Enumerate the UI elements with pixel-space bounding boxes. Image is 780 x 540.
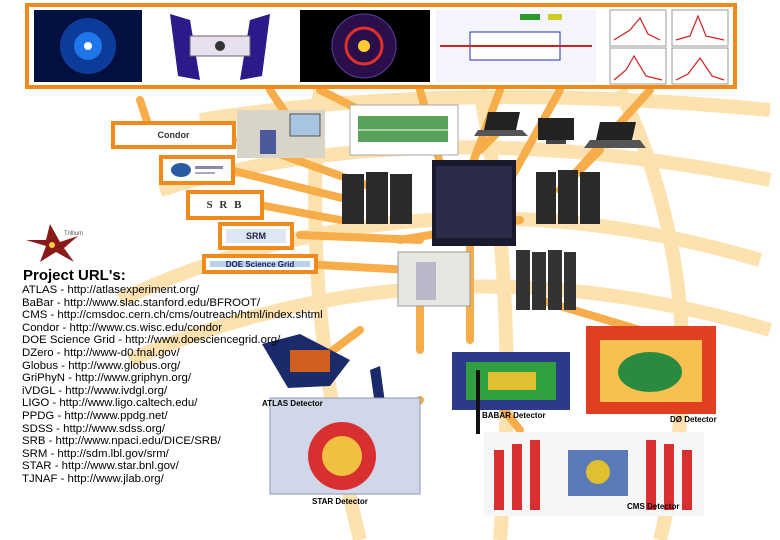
srm-logo: SRM xyxy=(226,229,286,243)
trillium-logo-icon xyxy=(26,224,78,262)
event-display-1 xyxy=(34,10,142,82)
srb-logo: S R B xyxy=(206,199,244,211)
url-item: GriPhyN - http://www.griphyn.org/ xyxy=(22,372,192,385)
star-detector-label: STAR Detector xyxy=(312,497,368,506)
condor-logo-box: Condor xyxy=(111,121,236,149)
srm-logo-box: SRM xyxy=(218,222,294,250)
url-item: STAR - http://www.star.bnl.gov/ xyxy=(22,460,179,473)
babar-detector-label: BABAR Detector xyxy=(482,411,546,420)
cms-detector-icon xyxy=(484,432,704,516)
event-displays xyxy=(34,9,729,85)
detectors xyxy=(262,326,716,516)
url-item: Condor - http://www.cs.wisc.edu/condor xyxy=(22,321,223,334)
url-item: TJNAF - http://www.jlab.org/ xyxy=(22,472,164,485)
url-item: SRM - http://sdm.lbl.gov/srm/ xyxy=(22,447,169,460)
url-item: iVDGL - http://www.ivdgl.org/ xyxy=(22,384,168,397)
workstation-icon xyxy=(237,110,325,158)
cms-detector-label: CMS Detector xyxy=(627,502,680,511)
url-item: CMS - http://cmsdoc.cern.ch/cms/outreach… xyxy=(22,309,323,322)
supercomputer-icon xyxy=(432,160,516,246)
url-item: DOE Science Grid - http://www.doescience… xyxy=(22,334,281,347)
url-item: BaBar - http://www.slac.stanford.edu/BFR… xyxy=(22,296,261,309)
monitoring-screen-icon xyxy=(349,104,459,156)
laptop-icon xyxy=(474,112,528,136)
url-item: SRB - http://www.npaci.edu/DICE/SRB/ xyxy=(22,435,221,448)
event-display-2 xyxy=(147,10,295,82)
cluster-icon xyxy=(516,250,576,310)
atlas-detector-label: ATLAS Detector xyxy=(262,399,323,408)
griphyn-logo-icon xyxy=(167,162,227,178)
project-url-list: ATLAS - http://atlasexperiment.org/ BaBa… xyxy=(22,284,323,486)
condor-logo: Condor xyxy=(157,130,190,140)
doe-grid-logo: DOE Science Grid xyxy=(210,260,310,269)
atlas-detector-icon xyxy=(262,334,386,412)
griphyn-logo-box xyxy=(159,155,235,185)
doe-grid-logo-box: DOE Science Grid xyxy=(202,254,318,274)
event-display-4 xyxy=(436,10,596,82)
babar-detector-icon xyxy=(452,352,570,434)
d0-detector-label: DØ Detector xyxy=(670,415,717,424)
server-rack-icon-2 xyxy=(536,170,600,224)
trillium-logo-label: Trillium xyxy=(64,231,84,237)
desktop-icon xyxy=(538,118,574,144)
url-item: DZero - http://www-d0.fnal.gov/ xyxy=(22,346,180,359)
url-item: LIGO - http://www.ligo.caltech.edu/ xyxy=(22,397,198,410)
url-item: SDSS - http://www.sdss.org/ xyxy=(22,422,166,435)
event-display-3 xyxy=(300,10,430,82)
star-detector-icon xyxy=(269,397,421,495)
srb-logo-box: S R B xyxy=(186,190,264,220)
d0-detector-icon xyxy=(586,326,716,414)
tape-library-icon xyxy=(397,251,471,307)
url-item: Globus - http://www.globus.org/ xyxy=(22,359,181,372)
url-item: PPDG - http://www.ppdg.net/ xyxy=(22,409,168,422)
grid-resources xyxy=(237,104,646,310)
project-urls-title: Project URL's: xyxy=(23,267,126,284)
url-item: ATLAS - http://atlasexperiment.org/ xyxy=(22,284,200,296)
server-rack-icon-1 xyxy=(342,172,412,224)
laptop-icon-2 xyxy=(584,122,646,148)
